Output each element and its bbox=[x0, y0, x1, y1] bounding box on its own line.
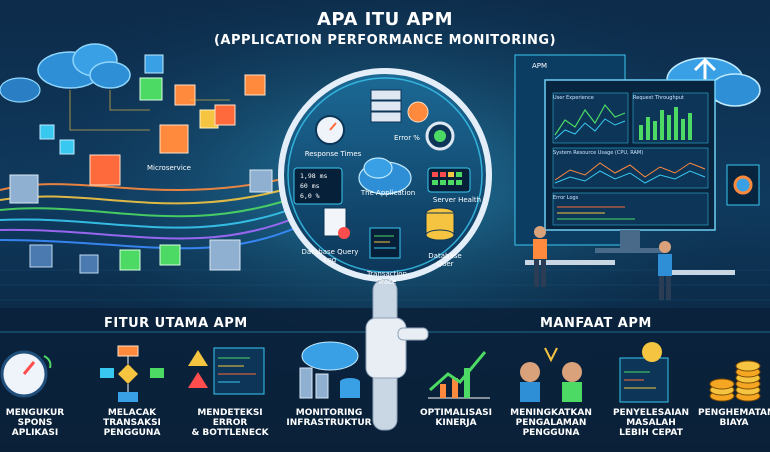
server-icon bbox=[370, 89, 402, 123]
code-panel-icon bbox=[369, 227, 401, 259]
dashboard-scene bbox=[514, 54, 761, 300]
cloud-database-icon bbox=[299, 341, 360, 399]
coins-icon bbox=[709, 360, 761, 402]
microservice-label: Microservice bbox=[147, 164, 191, 172]
person-icon bbox=[533, 226, 547, 287]
page-subtitle: (APPLICATION PERFORMANCE MONITORING) bbox=[213, 33, 557, 48]
page-title: APA ITU APM bbox=[316, 9, 454, 30]
gear-check-icon bbox=[425, 121, 455, 151]
system-resource-label: System Resource Usage (CPU, RAM) bbox=[553, 150, 644, 156]
cloud-icon bbox=[0, 77, 41, 103]
stopwatch-icon bbox=[0, 350, 52, 398]
gear-icon bbox=[726, 164, 760, 206]
metric-value: 60 ms bbox=[300, 182, 320, 190]
feature-label: MENINGKATKAN PENGALAMAN PENGGUNA bbox=[510, 408, 592, 438]
user-experience-label: User Experience bbox=[553, 95, 594, 101]
feature-label: MONITORING INFRASTRUKTUR bbox=[286, 408, 372, 428]
cloud-icon bbox=[37, 43, 131, 89]
bar-chart-widget bbox=[632, 92, 709, 144]
document-icon bbox=[323, 207, 350, 239]
dashboard-title: APM bbox=[532, 62, 548, 70]
server-health-label: Server Health bbox=[432, 196, 482, 204]
line-chart-widget bbox=[552, 92, 629, 144]
response-time-gauge-icon bbox=[315, 115, 345, 145]
application-label: The Application bbox=[360, 189, 416, 197]
response-times-label: Response Times bbox=[304, 150, 362, 158]
robot-hand-icon bbox=[365, 317, 429, 379]
growth-chart-icon bbox=[428, 351, 490, 399]
request-throughput-label: Request Throughput bbox=[633, 95, 684, 101]
database-query-label: Database Quer bbox=[428, 252, 462, 268]
feature-label: MENGUKUR SPONS APLIKASI bbox=[5, 408, 65, 438]
feature-label: MENDETEKSI ERROR & BOTTLENECK bbox=[191, 408, 269, 438]
metric-value: 6,0 % bbox=[300, 192, 320, 200]
feature-label: OPTIMALISASI KINERJA bbox=[419, 408, 493, 428]
warning-code-icon bbox=[188, 347, 265, 395]
error-percent-label: Error % bbox=[394, 134, 420, 142]
error-logs-label: Error Logs bbox=[553, 195, 579, 201]
metric-value: 1,98 ms bbox=[300, 172, 328, 180]
feature-label: PENGHEMATAN BIAYA bbox=[698, 408, 770, 428]
features-section-title: FITUR UTAMA APM bbox=[104, 316, 248, 331]
transaction-trace-label: Transaction Trace bbox=[366, 270, 408, 286]
error-icon bbox=[407, 101, 429, 123]
magnifying-glass bbox=[278, 68, 492, 431]
lightbulb-code-icon bbox=[619, 342, 669, 403]
resource-chart-widget bbox=[552, 147, 709, 189]
server-health-panel bbox=[427, 167, 471, 193]
feature-label: PENYELESAIAN MASALAH LEBIH CEPAT bbox=[612, 408, 690, 438]
person-icon bbox=[658, 241, 672, 300]
flowchart-icon bbox=[100, 345, 164, 402]
app-cloud-icon bbox=[358, 157, 412, 195]
benefits-section-title: MANFAAT APM bbox=[540, 316, 652, 331]
database-icon bbox=[425, 207, 455, 241]
microservice-cubes bbox=[9, 54, 273, 274]
feature-icons-row bbox=[0, 341, 761, 403]
database-query-log-label: Database Query Log bbox=[301, 248, 359, 264]
feature-label: MELACAK TRANSAKSI PENGGUNA bbox=[103, 408, 161, 438]
high-five-icon bbox=[520, 347, 582, 402]
left-infrastructure-scene bbox=[0, 43, 273, 274]
title-block: APA ITU APM (APPLICATION PERFORMANCE MON… bbox=[0, 8, 770, 50]
error-log-widget bbox=[552, 192, 709, 226]
